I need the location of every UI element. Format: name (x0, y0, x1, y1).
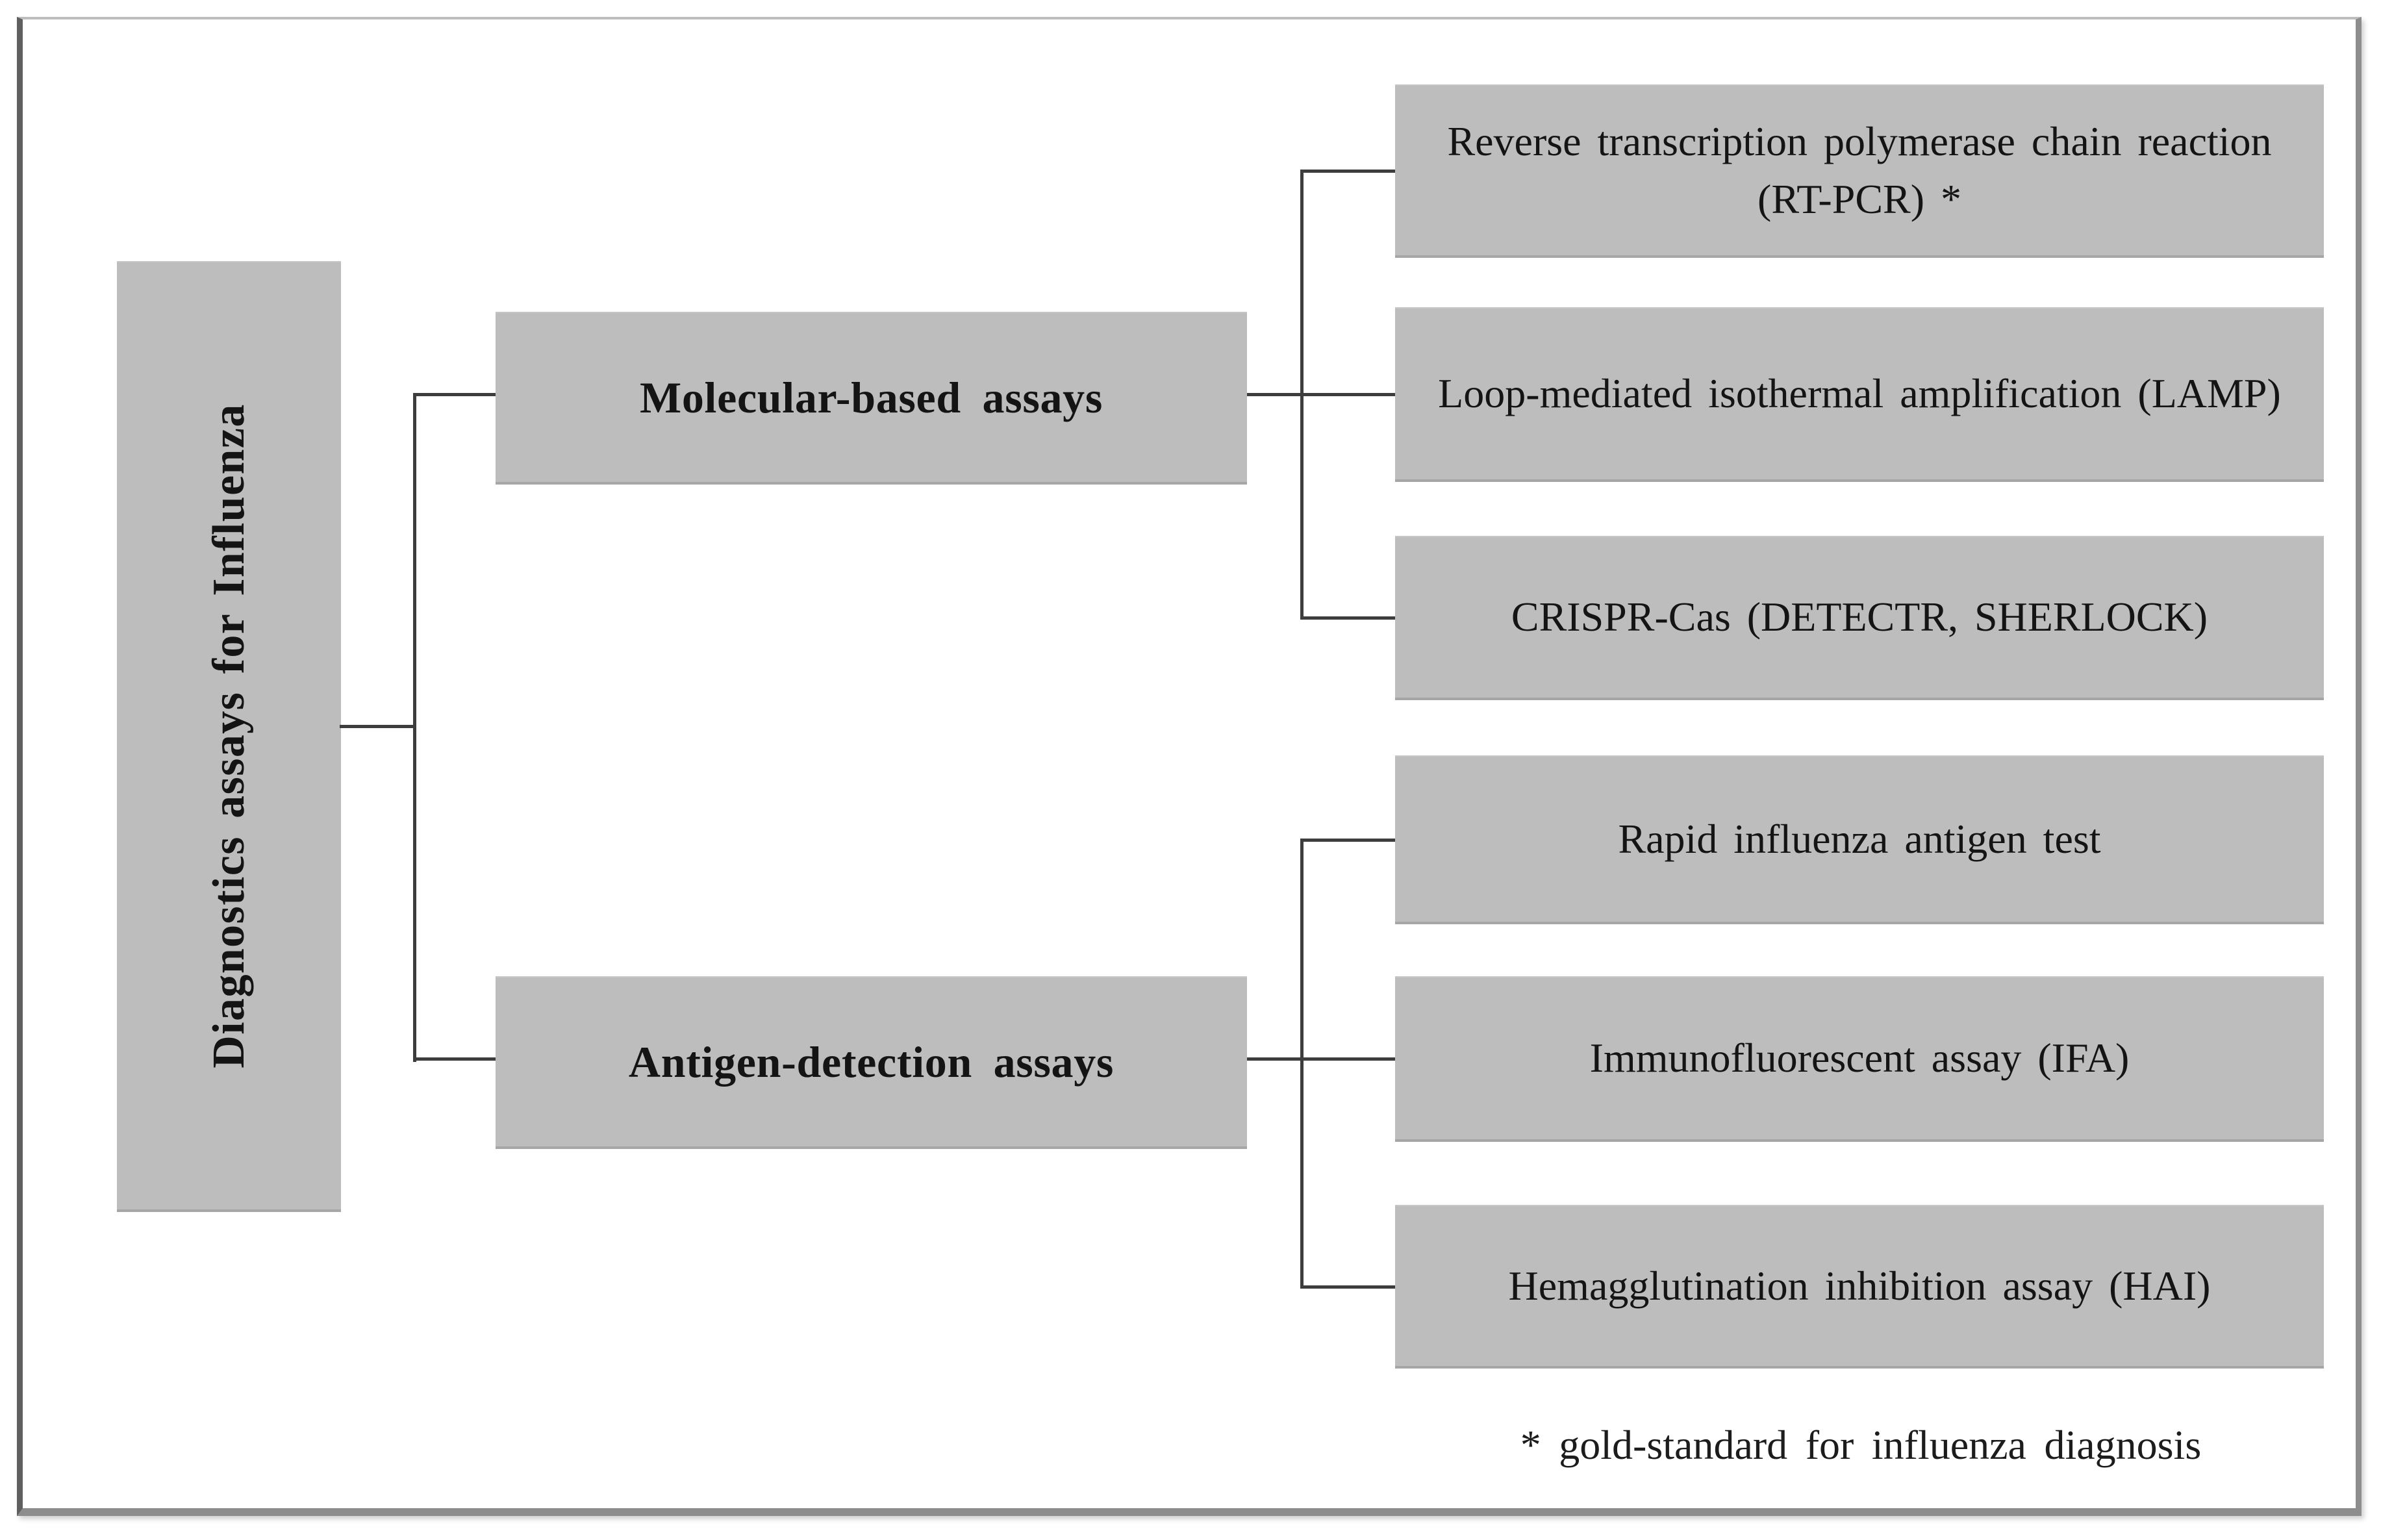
node-root: Diagnostics assays for Influenza (117, 261, 341, 1212)
root-title: Diagnostics assays for Influenza (203, 403, 254, 1068)
connector-branch-hai (1300, 1285, 1395, 1289)
antigen-assays-label: Antigen-detection assays (628, 1037, 1115, 1087)
node-ifa: Immunofluorescent assay (IFA) (1395, 976, 2324, 1142)
rtpcr-label: Reverse transcription polymerase chain r… (1447, 118, 2272, 222)
connector-branch-rapid (1300, 839, 1395, 842)
node-crispr-cas: CRISPR-Cas (DETECTR, SHERLOCK) (1395, 536, 2324, 700)
connector-branch-molecular (413, 393, 496, 396)
ifa-label: Immunofluorescent assay (IFA) (1589, 1035, 2130, 1081)
node-molecular-assays: Molecular-based assays (496, 312, 1247, 485)
connector-top-bracket (1300, 170, 1304, 620)
crispr-cas-label: CRISPR-Cas (DETECTR, SHERLOCK) (1511, 594, 2208, 640)
node-antigen-assays: Antigen-detection assays (496, 976, 1247, 1149)
node-lamp: Loop-mediated isothermal amplification (… (1395, 307, 2324, 482)
hai-label: Hemagglutination inhibition assay (HAI) (1508, 1262, 2211, 1309)
connector-antigen-to-ifa (1247, 1057, 1395, 1061)
rapid-antigen-test-label: Rapid influenza antigen test (1618, 815, 2101, 862)
connector-branch-rtpcr (1300, 170, 1395, 173)
node-rtpcr: Reverse transcription polymerase chain r… (1395, 84, 2324, 258)
lamp-label: Loop-mediated isothermal amplification (… (1438, 370, 2281, 417)
connector-left-bracket (413, 393, 416, 1062)
node-hai: Hemagglutination inhibition assay (HAI) (1395, 1205, 2324, 1369)
connector-branch-antigen (413, 1057, 496, 1061)
molecular-assays-label: Molecular-based assays (639, 372, 1103, 422)
connector-bottom-bracket (1300, 839, 1304, 1289)
connector-molecular-to-lamp (1247, 393, 1395, 396)
gold-standard-footnote: * gold-standard for influenza diagnosis (1520, 1422, 2202, 1468)
connector-branch-crispr (1300, 616, 1395, 620)
connector-root-stub (340, 725, 415, 728)
node-rapid-antigen-test: Rapid influenza antigen test (1395, 755, 2324, 924)
